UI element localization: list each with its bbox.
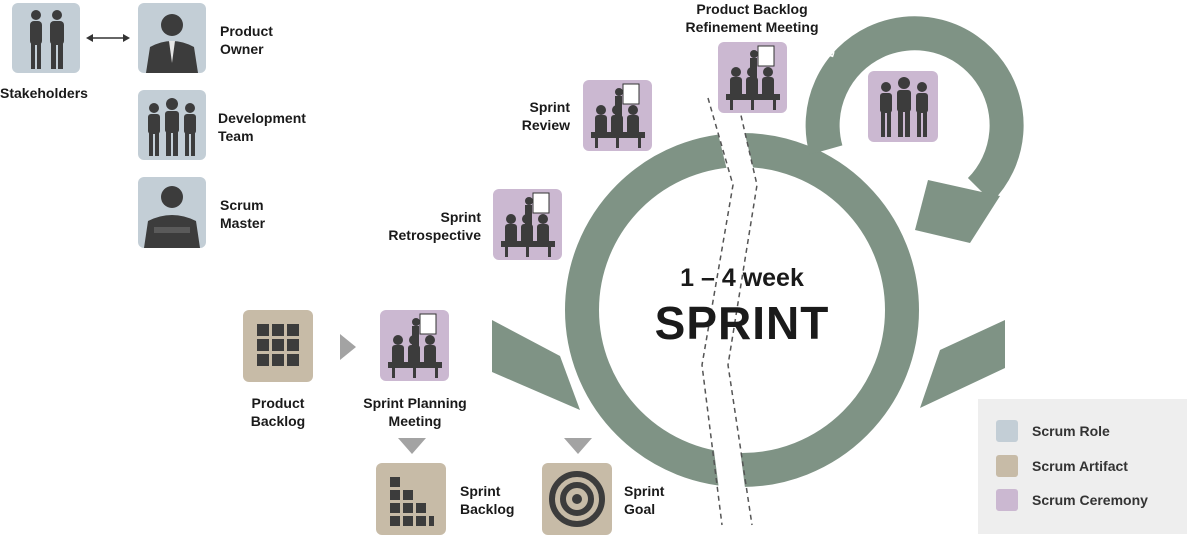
stakeholders-tile — [12, 3, 80, 73]
inbound-arrow — [492, 320, 580, 410]
meeting-table-icon — [726, 45, 780, 110]
legend-label: Scrum Role — [1032, 423, 1110, 439]
legend-swatch — [996, 455, 1018, 477]
two-people-icon — [30, 10, 64, 69]
sprint-backlog-tile — [376, 463, 446, 535]
arrow-down-icon — [564, 438, 592, 454]
stakeholders-label: Stakeholders — [0, 85, 88, 101]
outbound-arrow — [920, 320, 1005, 408]
arrow-right-icon — [340, 334, 356, 360]
sprint-duration: 1 – 4 week — [680, 264, 804, 292]
product-backlog-tile — [243, 310, 313, 382]
sprint-planning-tile — [380, 310, 449, 381]
businessman-icon — [146, 14, 198, 73]
legend-swatch — [996, 489, 1018, 511]
meeting-table-icon — [501, 192, 555, 257]
daily-loop — [805, 16, 1024, 202]
team-icon — [148, 98, 196, 156]
grid-icon — [257, 324, 299, 366]
legend-label: Scrum Ceremony — [1032, 492, 1148, 508]
meeting-table-icon — [591, 83, 645, 148]
legend-label: Scrum Artifact — [1032, 458, 1128, 474]
stacked-blocks-icon — [390, 477, 434, 526]
legend-item-ceremony: Scrum Ceremony — [996, 489, 1186, 513]
legend-item-artifact: Scrum Artifact — [996, 455, 1186, 479]
crossed-arms-man-icon — [144, 186, 200, 248]
refinement-tile — [718, 42, 787, 113]
daily-standup-tile — [868, 71, 938, 142]
legend: Scrum Role Scrum Artifact Scrum Ceremony — [978, 399, 1187, 534]
sprint-title: SPRINT — [654, 297, 830, 349]
legend-item-role: Scrum Role — [996, 420, 1186, 444]
team-icon — [880, 77, 928, 137]
meeting-table-icon — [388, 313, 442, 378]
dashed-line-right — [727, 97, 758, 526]
sprint-retrospective-tile — [493, 189, 562, 260]
double-arrow-icon — [86, 34, 130, 42]
daily-loop-arrowhead — [915, 180, 1000, 243]
dashed-line-left — [701, 97, 734, 526]
sprint-goal-tile — [542, 463, 612, 535]
product-owner-tile — [138, 3, 206, 73]
sprint-review-tile — [583, 80, 652, 151]
scrum-master-tile — [138, 177, 206, 248]
legend-swatch — [996, 420, 1018, 442]
target-icon — [549, 471, 605, 527]
development-team-tile — [138, 90, 206, 160]
arrow-down-icon — [398, 438, 426, 454]
